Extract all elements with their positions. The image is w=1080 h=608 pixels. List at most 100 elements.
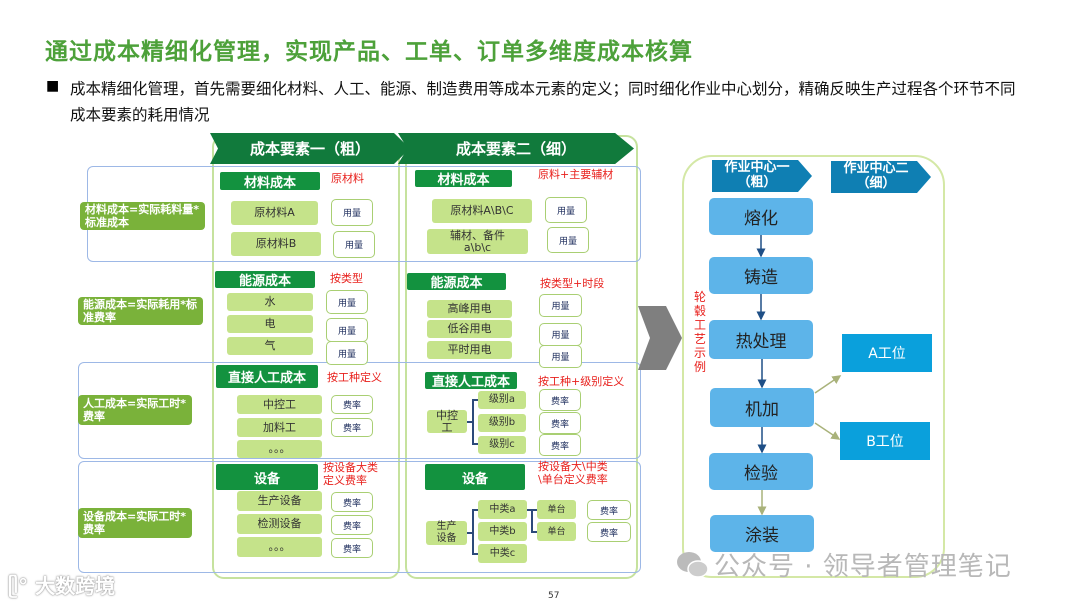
flow-arrows <box>756 235 842 516</box>
fine-labor-note: 按工种+级别定义 <box>538 375 625 388</box>
label-material: 材料成本=实际耗料量*标准成本 <box>80 202 205 230</box>
header-fine: 成本要素二（细） <box>398 133 634 164</box>
unit-box: 费率 <box>539 389 581 411</box>
bracket-line <box>472 399 474 444</box>
unit-box: 费率 <box>331 515 373 535</box>
arrow <box>814 375 842 394</box>
item: 中类b <box>478 522 527 541</box>
coarse-equip-head: 设备 <box>216 464 318 490</box>
fine-equip-note: 按设备大\中类\单台定义费率 <box>538 460 608 486</box>
unit-box: 用量 <box>545 197 587 223</box>
fine-energy-note: 按类型+时段 <box>540 277 605 290</box>
bracket-line <box>472 399 478 401</box>
header-center-two: 作业中心二（细） <box>831 161 931 193</box>
item: 水 <box>227 293 313 311</box>
coarse-equip-note: 按设备大类定义费率 <box>323 461 378 487</box>
unit-box: 用量 <box>539 345 582 368</box>
bracket-line <box>531 509 537 511</box>
coarse-labor-note: 按工种定义 <box>327 371 382 384</box>
bracket-line <box>531 531 537 533</box>
coarse-energy-note: 按类型 <box>330 272 363 285</box>
step-heat-treatment: 热处理 <box>709 320 813 359</box>
header-center-one: 作业中心一（粗） <box>712 160 812 192</box>
parent-item: 中控工 <box>427 409 467 433</box>
bracket-line <box>472 509 478 511</box>
item: 级别b <box>478 414 526 432</box>
coarse-energy-head: 能源成本 <box>215 271 315 289</box>
unit-box: 用量 <box>539 323 582 346</box>
item: 中控工 <box>237 395 322 414</box>
parent-item: 生产设备 <box>426 521 467 545</box>
bracket-line <box>531 509 533 532</box>
item: 中类a <box>478 500 527 519</box>
page-title: 通过成本精细化管理，实现产品、工单、订单多维度成本核算 <box>45 39 693 65</box>
step-machining: 机加 <box>710 388 814 427</box>
unit-box: 用量 <box>331 199 373 226</box>
logo: ᥫ° 大数跨境 <box>8 570 115 599</box>
label-equip: 设备成本=实际工时*费率 <box>78 508 192 538</box>
sub-item: 单台 <box>537 500 576 519</box>
unit-box: 费率 <box>331 395 373 414</box>
bracket-line <box>467 532 473 534</box>
unit-box: 用量 <box>539 294 582 317</box>
item: 。。。 <box>237 440 322 458</box>
station-a: A工位 <box>842 334 932 372</box>
item: 加料工 <box>237 418 322 437</box>
centers-panel <box>682 155 945 578</box>
item: 生产设备 <box>237 491 322 511</box>
fine-labor-head: 直接人工成本 <box>425 372 517 390</box>
coarse-material-head: 材料成本 <box>220 172 320 191</box>
unit-box: 费率 <box>539 434 581 456</box>
unit-box: 用量 <box>326 290 368 314</box>
step-inspection: 检验 <box>709 453 813 490</box>
fine-equip-head: 设备 <box>425 464 525 490</box>
unit-box: 用量 <box>333 231 375 258</box>
item: 高峰用电 <box>427 300 512 318</box>
watermark-text: 公众号 · 领导者管理笔记 <box>714 552 1012 582</box>
item: 气 <box>227 337 313 355</box>
unit-box: 费率 <box>587 500 631 520</box>
item: 级别c <box>478 436 526 454</box>
arrow <box>814 422 841 440</box>
item: 检测设备 <box>237 514 322 534</box>
unit-box: 用量 <box>326 318 368 342</box>
fine-energy-head: 能源成本 <box>407 273 506 291</box>
example-label: 轮毂工艺示例 <box>694 290 707 374</box>
unit-box: 用量 <box>547 227 589 253</box>
fine-material-head: 材料成本 <box>415 170 512 188</box>
item: 平时用电 <box>427 341 512 359</box>
bracket-line <box>472 443 478 445</box>
item: 辅材、备件 a\b\c <box>427 229 528 254</box>
bullet-icon: ■ <box>46 78 60 94</box>
step-casting: 铸造 <box>709 257 813 294</box>
unit-box: 费率 <box>539 412 581 434</box>
unit-box: 费率 <box>587 522 631 542</box>
item: 原材料A <box>231 201 318 225</box>
bracket-line <box>527 509 532 511</box>
unit-box: 费率 <box>331 492 373 512</box>
item: 低谷用电 <box>427 320 512 338</box>
label-labor: 人工成本=实际工时*费率 <box>78 395 192 425</box>
logo-mark-icon: ᥫ° <box>8 574 29 598</box>
bracket-line <box>472 509 474 554</box>
unit-box: 费率 <box>331 538 373 558</box>
fine-material-note: 原料+主要辅材 <box>538 168 614 181</box>
item: 电 <box>227 315 313 333</box>
chevron-right-arrow-icon <box>638 306 682 370</box>
coarse-material-note: 原材料 <box>331 172 364 185</box>
logo-text: 大数跨境 <box>35 574 116 598</box>
bracket-line <box>467 421 473 423</box>
item: 。。。 <box>237 537 322 557</box>
item: 原材料B <box>231 232 321 256</box>
station-b: B工位 <box>840 422 930 460</box>
page-number: 57 <box>548 591 560 601</box>
step-coating: 涂装 <box>710 515 814 552</box>
bracket-line <box>472 553 478 555</box>
step-melting: 熔化 <box>709 198 813 235</box>
item: 级别a <box>478 391 526 409</box>
label-energy: 能源成本=实际耗用*标准费率 <box>78 297 203 325</box>
sub-item: 单台 <box>537 522 576 541</box>
item: 原材料A\B\C <box>432 199 532 223</box>
wechat-icon <box>677 552 709 578</box>
bullet-text: 成本精细化管理，首先需要细化材料、人工、能源、制造费用等成本元素的定义；同时细化… <box>70 80 1016 124</box>
